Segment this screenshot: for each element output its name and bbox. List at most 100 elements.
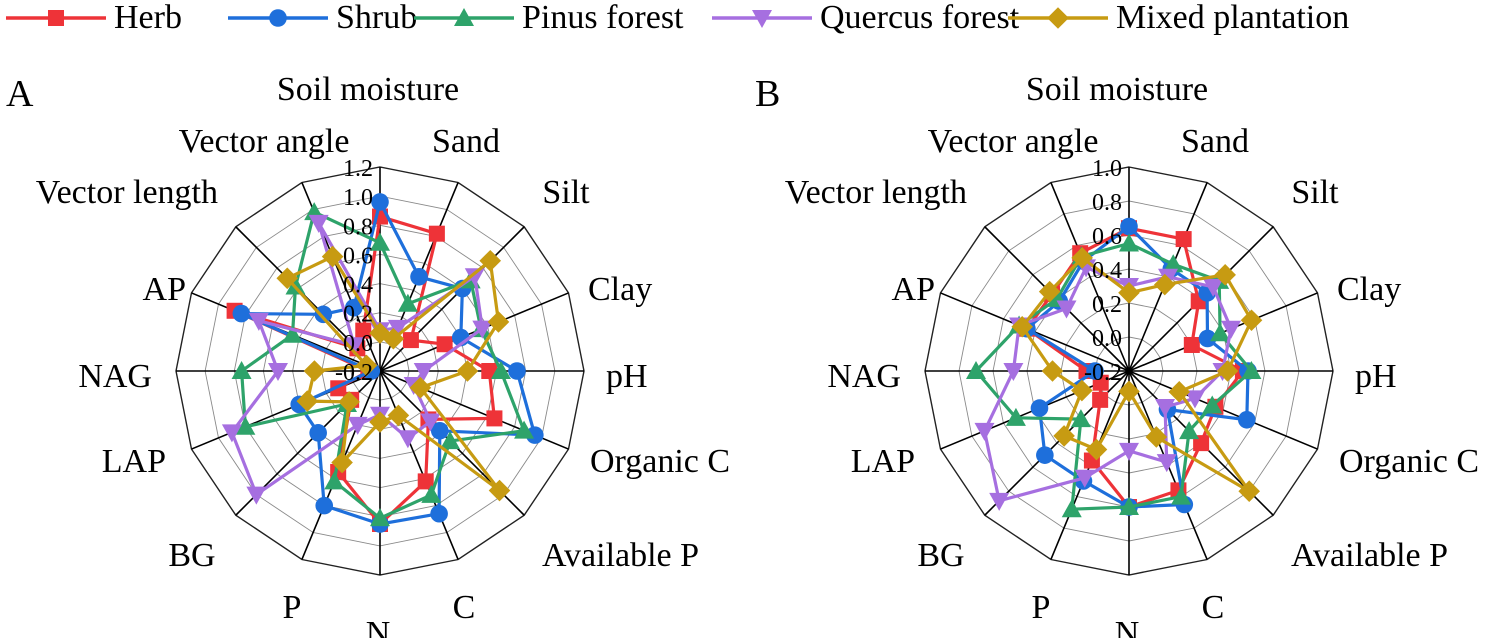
axis-spoke — [379, 370, 459, 560]
data-point — [1085, 438, 1108, 461]
data-point — [235, 416, 256, 435]
tick-label: 0.0 — [343, 331, 373, 357]
axis-label-ap: AP — [143, 271, 186, 308]
data-point — [436, 336, 453, 353]
axis-label-bg: BG — [917, 537, 964, 574]
legend-marker — [269, 9, 287, 27]
data-point — [1119, 233, 1139, 252]
data-point — [1171, 486, 1192, 505]
data-point — [1238, 480, 1261, 503]
data-point — [397, 293, 418, 312]
axis-label-organic-c: Organic C — [1339, 443, 1479, 480]
tick-label: 0.0 — [1092, 326, 1122, 352]
data-point — [248, 312, 269, 331]
legend-item-mixed-plantation: Mixed plantation — [1008, 0, 1384, 36]
data-point — [1118, 380, 1140, 403]
axis-label-ph: pH — [1355, 358, 1397, 395]
data-point — [486, 410, 503, 427]
tick-label: 1.2 — [343, 156, 373, 182]
data-point — [1241, 361, 1262, 379]
data-point — [1061, 499, 1082, 518]
axis-label-sand: Sand — [1181, 123, 1249, 160]
data-point — [488, 479, 511, 502]
legend-swatch-herb — [6, 10, 106, 26]
tick-label: 0.8 — [343, 214, 373, 240]
axis-label-ap: AP — [892, 271, 935, 308]
data-point — [472, 320, 493, 339]
data-point — [1118, 282, 1140, 304]
legend-marker — [454, 8, 474, 26]
data-point — [1119, 497, 1139, 515]
data-point — [370, 508, 390, 527]
data-point — [1163, 254, 1184, 273]
data-point — [1005, 407, 1026, 426]
data-point — [324, 471, 345, 490]
data-point — [1183, 336, 1200, 353]
tick-label: -0.2 — [335, 360, 373, 386]
data-point — [456, 360, 479, 382]
axis-label-p: P — [283, 589, 302, 626]
legend-marker — [752, 10, 772, 28]
series-mixed-plantation — [276, 245, 511, 502]
data-point — [296, 390, 319, 412]
axis-label-silt: Silt — [542, 174, 590, 211]
data-point — [417, 473, 434, 490]
data-point — [387, 404, 410, 427]
legend-swatch-shrub — [228, 9, 328, 27]
data-point — [387, 319, 408, 338]
data-point — [246, 486, 267, 505]
data-point — [355, 322, 372, 339]
data-point — [989, 492, 1010, 511]
axis-label-soil-moisture: Soil moisture — [1026, 71, 1208, 108]
data-point — [1070, 409, 1091, 428]
data-point — [514, 420, 535, 439]
data-point — [1210, 323, 1231, 342]
data-point — [347, 416, 368, 435]
legend-marker — [48, 10, 64, 26]
axis-label-c: C — [453, 589, 476, 626]
axis-label-vector-angle: Vector angle — [928, 123, 1099, 160]
data-point — [338, 391, 360, 413]
data-point — [232, 304, 251, 323]
data-point — [464, 268, 485, 287]
axis-label-available-p: Available P — [542, 537, 699, 574]
axis-label-p: P — [1032, 589, 1051, 626]
data-point — [1056, 300, 1077, 319]
data-point — [1202, 395, 1223, 414]
data-point — [1003, 363, 1024, 381]
data-point — [1198, 329, 1217, 348]
data-point — [1092, 391, 1109, 408]
tick-label: 1.0 — [343, 185, 373, 211]
data-point — [282, 324, 303, 343]
axis-label-lap: LAP — [102, 443, 166, 480]
tick-label: 1.0 — [1092, 156, 1122, 182]
axis-label-organic-c: Organic C — [590, 443, 730, 480]
data-point — [314, 305, 333, 324]
tick-label: 0.4 — [1092, 258, 1122, 284]
data-point — [508, 362, 526, 380]
data-point — [231, 361, 252, 379]
data-point — [1214, 264, 1236, 286]
data-point — [1119, 442, 1139, 461]
legend-label: Mixed plantation — [1116, 0, 1350, 36]
data-point — [402, 332, 419, 349]
axis-label-lap: LAP — [851, 443, 915, 480]
axis-label-nag: NAG — [827, 358, 901, 395]
tick-label: 0.2 — [343, 302, 373, 328]
axis-label-ph: pH — [606, 358, 648, 395]
tick-label: 0.4 — [343, 273, 373, 299]
axis-label-silt: Silt — [1291, 174, 1339, 211]
axis-label-available-p: Available P — [1291, 537, 1448, 574]
data-point — [1179, 421, 1200, 440]
legend-label: Herb — [114, 0, 182, 36]
legend-label: Shrub — [336, 0, 418, 36]
data-point — [1175, 231, 1192, 248]
axis-label-vector-angle: Vector angle — [179, 123, 350, 160]
axis-label-sand: Sand — [432, 123, 500, 160]
axis-spoke — [1050, 182, 1130, 372]
data-point — [1074, 469, 1095, 488]
data-point — [315, 496, 334, 515]
data-point — [409, 376, 432, 399]
